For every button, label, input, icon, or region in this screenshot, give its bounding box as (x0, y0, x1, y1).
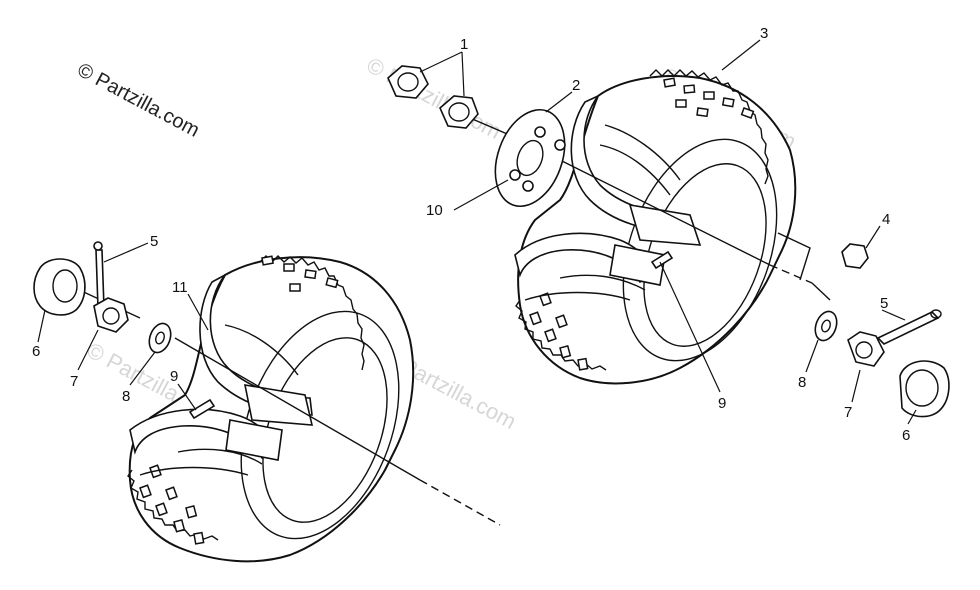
right-axle-dash (769, 264, 813, 284)
callout-4: 4 (882, 211, 890, 228)
right-tire-knobs (529, 77, 755, 371)
callout-5-right: 5 (880, 295, 888, 312)
cotter-pin-right-part-5 (876, 309, 942, 345)
washer-right-part-8 (814, 310, 838, 342)
callout-11: 11 (172, 279, 188, 296)
callout-3: 3 (760, 25, 768, 42)
callout-9-left: 9 (170, 368, 178, 385)
callout-2: 2 (572, 77, 580, 94)
callout-10: 10 (426, 202, 443, 219)
pin-right-part-9 (650, 250, 674, 270)
cotter-pin-left-part-5 (93, 241, 105, 309)
washer-left-part-8 (148, 322, 172, 354)
castle-nut-right-part-7 (847, 331, 885, 367)
callout-6-right: 6 (902, 427, 910, 444)
callout-8-right: 8 (798, 374, 806, 391)
nut-part-1 (387, 65, 479, 129)
callout-5-left: 5 (150, 233, 158, 250)
left-wheel (127, 255, 415, 563)
dust-cap-right-part-6 (899, 360, 950, 418)
right-tire-tread-edge (649, 69, 769, 185)
callout-9-right: 9 (718, 395, 726, 412)
dust-cap-left-part-6 (33, 258, 86, 316)
left-tire-tread-edge (259, 255, 365, 371)
left-axle-dash (419, 479, 501, 526)
leader-lines (37, 39, 917, 425)
callout-7-right: 7 (844, 404, 852, 421)
callout-7-left: 7 (70, 373, 78, 390)
callout-6-left: 6 (32, 343, 40, 360)
callout-8-left: 8 (122, 388, 130, 405)
nut-part-4 (841, 243, 869, 269)
left-tire-knobs (139, 255, 339, 545)
watermark-faint-1: © Partzilla.com (363, 52, 506, 144)
copyright-text: © Partzilla.com (74, 59, 203, 142)
right-wheel (514, 69, 797, 385)
castle-nut-left-part-7 (93, 297, 129, 333)
left-rim-upper (199, 274, 313, 416)
callout-1: 1 (460, 36, 468, 53)
pin-left-part-9 (188, 398, 216, 420)
